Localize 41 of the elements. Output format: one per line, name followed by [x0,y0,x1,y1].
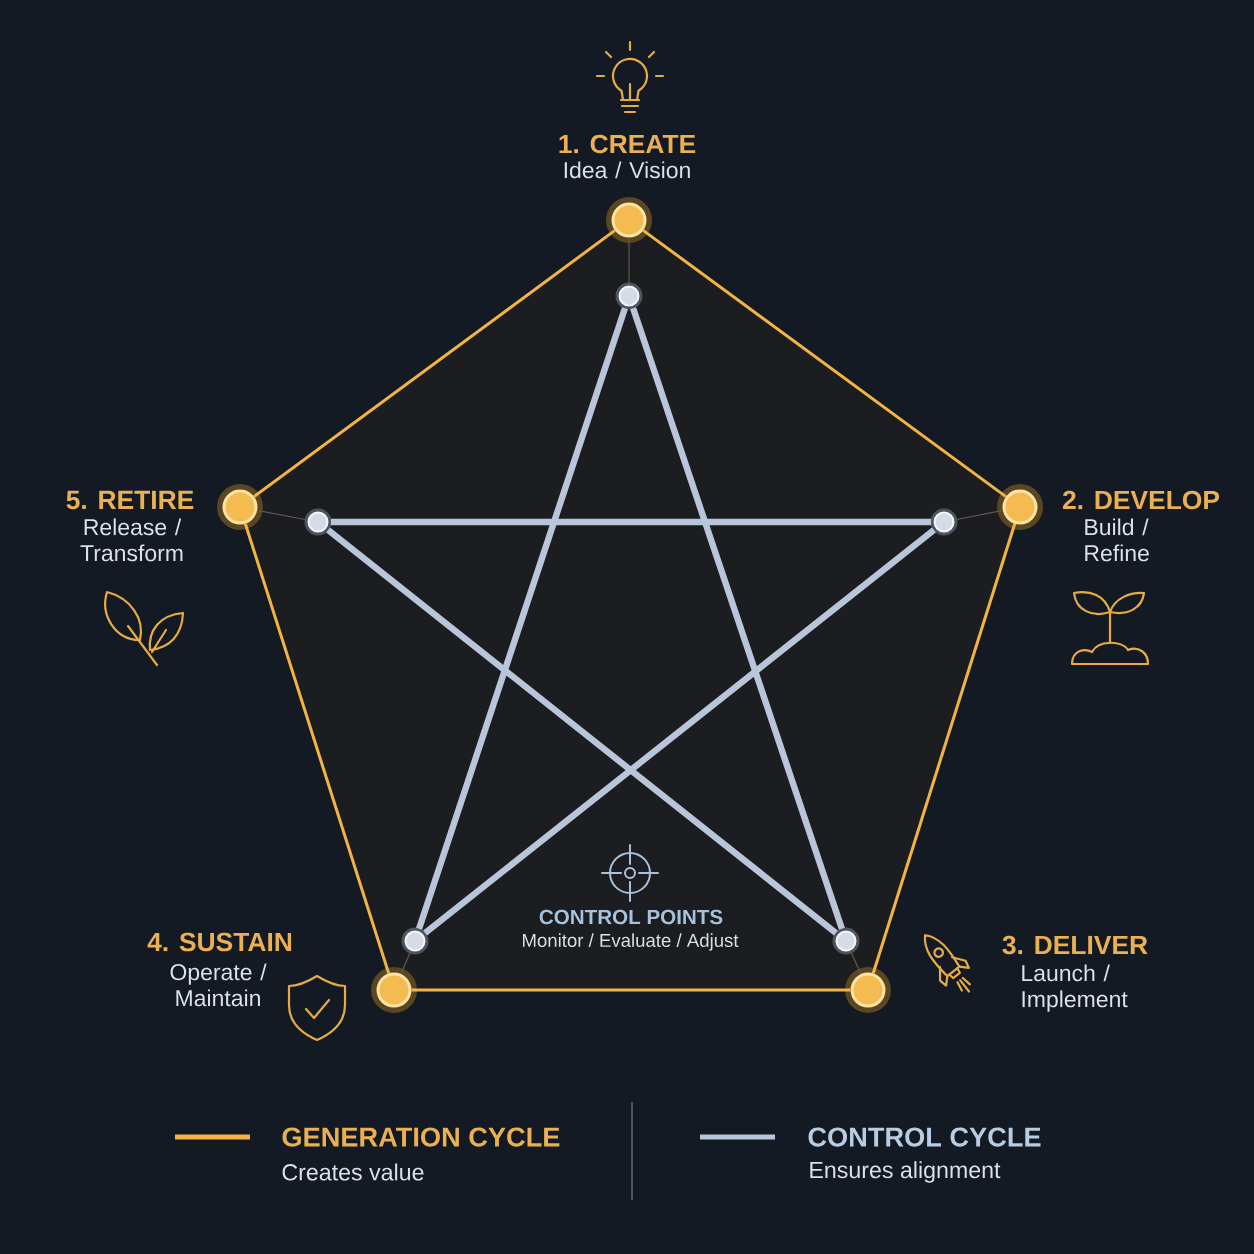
star-line [416,307,628,930]
spoke-line [256,509,309,521]
stage-title: 2. DEVELOP [1062,490,1220,510]
vertex-dot [845,967,891,1013]
star-line [330,518,932,526]
stage-title: 4. SUSTAIN [147,932,292,952]
stage-subtitle: Launch / Implement [1022,964,1128,1012]
control-dot [615,282,643,310]
spoke-line [953,509,1004,521]
legend-description: Ensures alignment [810,1161,1001,1183]
control-dot [401,927,429,955]
stage-subtitle: Release / Transform [80,518,183,562]
stage-title: 1. CREATE [559,134,696,154]
vertex-dot [606,197,652,243]
pentagon-line [871,523,1017,974]
stage-title: 5. RETIRE [66,490,194,510]
star-line [326,527,838,936]
pentagon-line [411,988,851,992]
spoke-line [400,950,412,975]
spoke-line [628,236,630,287]
stage-subtitle: Idea / Vision [564,161,690,179]
legend-title: CONTROL CYCLE [808,1127,1041,1147]
spoke-line [849,950,862,975]
pentagon-line [642,229,1007,498]
control-dot [304,508,332,536]
stage-subtitle: Operate / Maintain [170,963,267,1007]
legend-title: GENERATION CYCLE [282,1127,560,1147]
center-title: CONTROL POINTS [539,909,723,925]
vertex-dot [997,484,1043,530]
control-dot [832,927,860,955]
stage-subtitle: Build / Refine [1085,518,1149,562]
center-subtitle: Monitor / Evaluate / Adjust [523,933,739,951]
vertex-dot [371,967,417,1013]
vertex-dot [217,484,263,530]
control-dot [930,508,958,536]
pentagon-line [253,229,616,498]
stage-title: 3. DELIVER [1002,935,1148,955]
legend-description: Creates value [282,1163,424,1181]
star-line [630,307,845,930]
star-line [423,527,936,936]
pentagon-line [243,523,391,974]
